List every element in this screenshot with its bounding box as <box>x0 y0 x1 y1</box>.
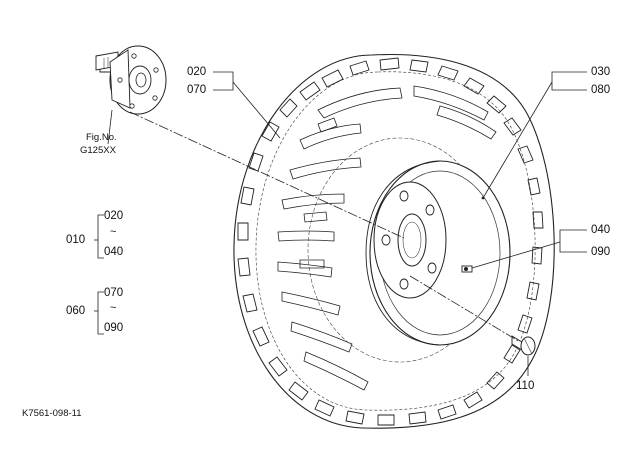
callout-020: 020 <box>187 66 207 78</box>
group-010-tilde: ~ <box>110 226 117 238</box>
fig-ref-number: G125XX <box>80 145 116 156</box>
rim-barrel <box>365 160 441 346</box>
tire-inner-edge <box>255 71 536 411</box>
tire <box>233 54 555 429</box>
rim-lug-holes <box>381 190 437 290</box>
callout-030: 030 <box>591 66 611 78</box>
rim <box>365 160 511 346</box>
wheel-hub <box>95 45 167 115</box>
callout-110: 110 <box>516 380 535 392</box>
group-010-from: 020 <box>104 210 124 222</box>
tire-outer-edge <box>233 54 555 429</box>
leader-lines <box>107 71 587 376</box>
fig-ref-label: Fig.No. <box>86 132 117 143</box>
group-brackets <box>94 214 104 335</box>
wheel-bolt <box>511 335 536 356</box>
tread-blocks <box>277 85 497 391</box>
group-060-tilde: ~ <box>110 302 117 314</box>
callout-090: 090 <box>591 246 611 258</box>
tread-lugs <box>237 57 544 426</box>
callout-040: 040 <box>591 224 611 236</box>
callout-080: 080 <box>591 84 611 96</box>
group-010-label: 010 <box>66 234 86 246</box>
valve-stem <box>461 265 473 273</box>
group-060-from: 070 <box>104 287 124 299</box>
group-060-label: 060 <box>66 305 86 317</box>
rim-center-bore <box>397 213 427 267</box>
callout-070: 070 <box>187 84 207 96</box>
figure-id: K7561-098-11 <box>22 408 82 419</box>
group-010-to: 040 <box>104 246 124 258</box>
group-060-to: 090 <box>104 322 124 334</box>
